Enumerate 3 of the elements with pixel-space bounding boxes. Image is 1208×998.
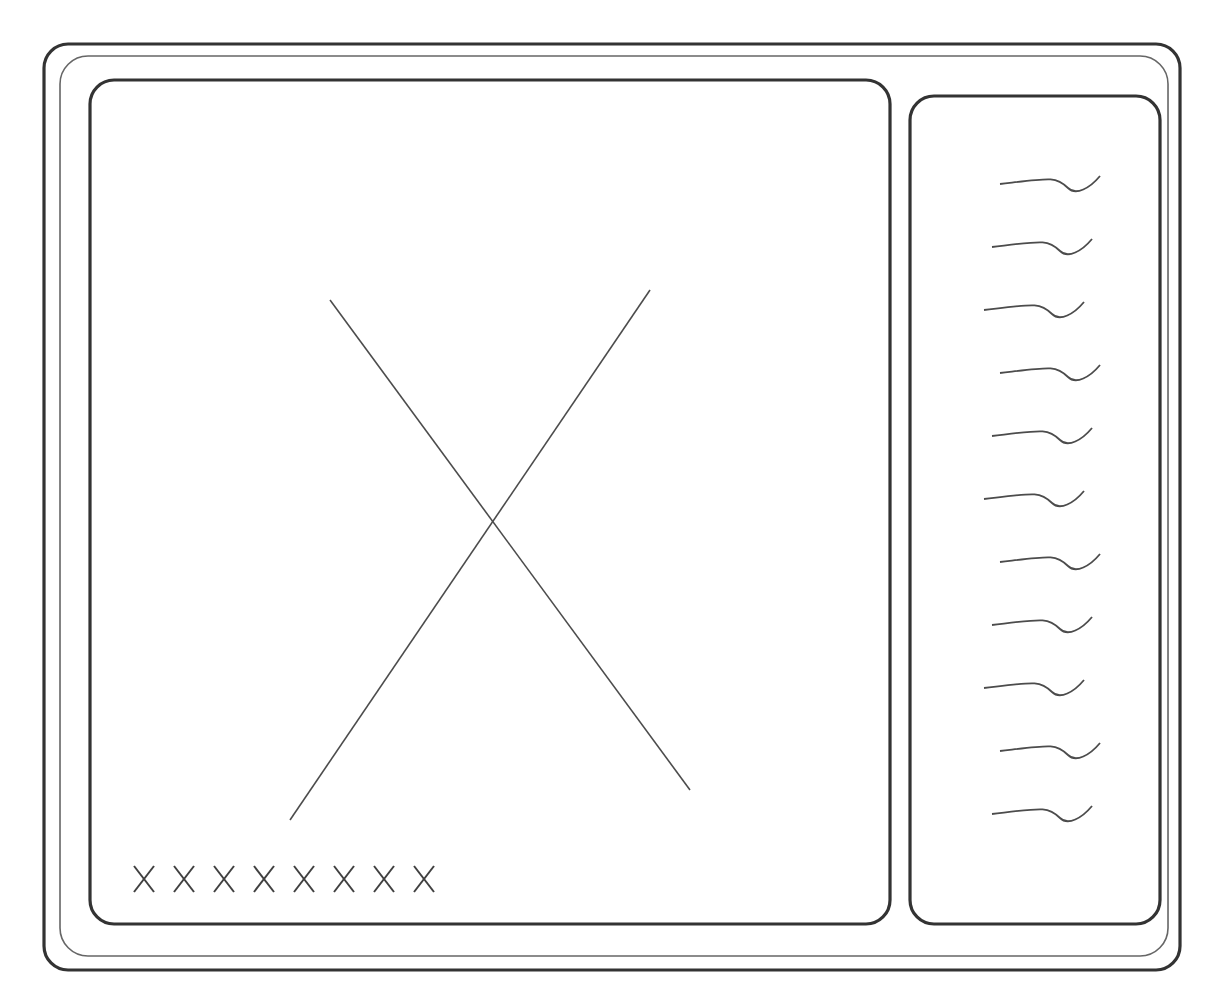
image-placeholder (88, 78, 892, 926)
sidebar-panel (908, 94, 1162, 926)
window-frame (59, 55, 1169, 957)
